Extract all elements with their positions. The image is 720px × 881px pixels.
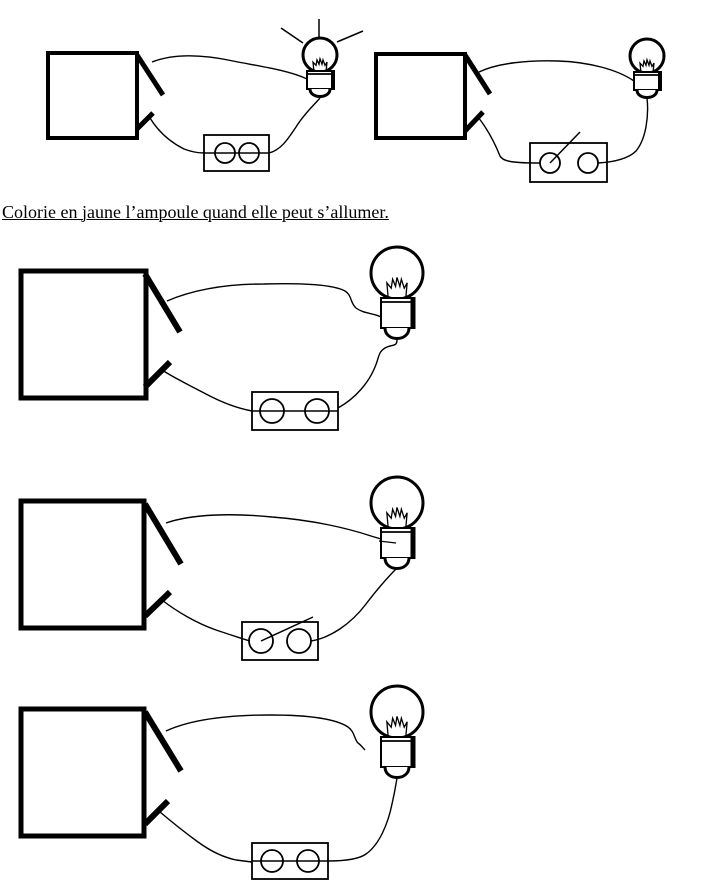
bulb [628, 37, 666, 99]
wire-battery-to-bulb [151, 55, 308, 80]
bulb [280, 19, 364, 98]
switch-body [529, 142, 608, 183]
wire-battery-to-switch [149, 117, 205, 154]
battery-terminal-bottom [142, 798, 171, 827]
battery-terminal-bottom [142, 589, 173, 619]
switch-lever-open [549, 131, 581, 164]
wire-end-tick [378, 540, 397, 544]
circuit-1 [46, 19, 364, 172]
wire-battery-to-switch [161, 599, 251, 642]
bulb-glass[interactable] [369, 245, 425, 301]
bulb-filament [312, 56, 328, 73]
wire-switch-to-bulb [327, 777, 398, 862]
battery-body [18, 706, 147, 839]
circuit-4 [18, 475, 425, 661]
wire-switch-to-bulb [310, 567, 398, 642]
bulb-cap [383, 557, 411, 570]
battery-terminal-bottom [135, 111, 155, 131]
switch-terminal-left [539, 152, 561, 174]
wire-battery-to-bulb [166, 282, 382, 318]
battery-terminal-bottom [463, 110, 485, 133]
battery-terminal-top [134, 53, 166, 97]
wire-battery-to-bulb [165, 514, 382, 540]
wire-battery-to-bulb [478, 60, 635, 82]
instruction-text: Colorie en jaune l’ampoule quand elle pe… [2, 202, 389, 222]
bulb-cap [635, 89, 659, 99]
bulb [369, 475, 425, 570]
battery-terminal-top [462, 53, 493, 96]
wire-battery-to-switch [477, 116, 541, 164]
bulb-glass[interactable] [628, 37, 666, 75]
wire-battery-to-switch [159, 811, 253, 863]
battery-body [46, 51, 139, 140]
switch-terminal-right [577, 152, 599, 174]
bulb-cap [383, 766, 411, 779]
bulb-filament [386, 715, 408, 739]
battery-body [18, 268, 149, 401]
circuit-3 [18, 245, 425, 431]
bulb-glass[interactable] [301, 36, 339, 74]
bulb-glass[interactable] [369, 684, 425, 740]
bulb [369, 245, 425, 340]
bulb-filament [639, 57, 655, 74]
circuit-5 [18, 684, 425, 880]
bulb-cap [308, 88, 332, 98]
wire-switch-to-bulb [268, 97, 321, 154]
light-ray [280, 27, 304, 44]
switch-lever-open [260, 616, 314, 642]
wire-battery-loose-end [165, 714, 366, 751]
light-ray [336, 30, 364, 43]
battery-body [374, 52, 467, 140]
wire-switch-to-bulb [337, 339, 398, 409]
switch-terminal-left [248, 628, 274, 654]
battery-body [18, 498, 147, 631]
wire-battery-to-switch [161, 369, 253, 412]
battery-terminal-top [142, 710, 184, 773]
bulb-base [380, 527, 414, 559]
bulb-filament [386, 276, 408, 300]
bulb-cap [383, 327, 411, 340]
battery-terminal-top [142, 502, 184, 566]
switch-body [241, 621, 319, 661]
switch-terminal-right [286, 628, 312, 654]
wire-switch-to-bulb [597, 97, 649, 164]
bulb-glass[interactable] [369, 475, 425, 531]
circuit-2 [374, 37, 666, 183]
battery-terminal-top [142, 272, 183, 334]
bulb [369, 684, 425, 779]
battery-terminal-bottom [142, 359, 173, 390]
bulb-filament [386, 506, 408, 530]
